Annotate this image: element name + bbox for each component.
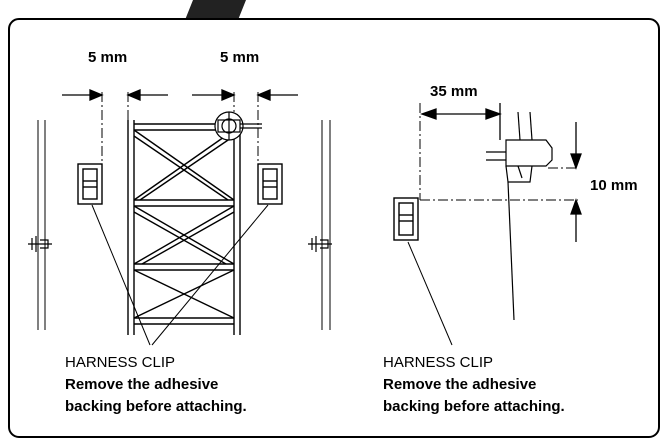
right-reference-lines [419, 103, 578, 201]
lattice-frame [127, 120, 241, 335]
left-caption-title: HARNESS CLIP [65, 354, 175, 371]
right-panel [393, 103, 582, 346]
left-caption-line1: Remove the adhesive [65, 376, 218, 393]
right-caption-line2: backing before attaching. [383, 398, 565, 415]
left-panel [28, 89, 332, 346]
dim-label-left-2: 5 mm [220, 49, 259, 66]
harness-clip-right-panel-icon [393, 197, 419, 241]
diagram-frame [8, 18, 660, 438]
right-horizontal-dimension [420, 103, 502, 140]
round-fitting-icon [214, 111, 262, 141]
left-caption-line2: backing before attaching. [65, 398, 247, 415]
right-caption-title: HARNESS CLIP [383, 354, 493, 371]
dim-label-right-horizontal: 35 mm [430, 83, 478, 100]
bolt-icon-left [28, 236, 52, 252]
harness-clip-left-icon [77, 163, 103, 205]
bolt-icon-right [308, 236, 332, 252]
left-dimension-arrows [62, 89, 298, 101]
leader-line-left-a [91, 204, 151, 346]
right-vertical-dimension [570, 122, 582, 242]
connector-fitting-icon [486, 111, 553, 321]
harness-clip-right-icon [257, 163, 283, 205]
right-caption-line1: Remove the adhesive [383, 376, 536, 393]
leader-line-left-b [151, 204, 269, 346]
dim-label-right-vertical: 10 mm [590, 177, 638, 194]
leader-line-right [407, 241, 453, 346]
header-tab [185, 0, 246, 20]
dim-label-left-1: 5 mm [88, 49, 127, 66]
